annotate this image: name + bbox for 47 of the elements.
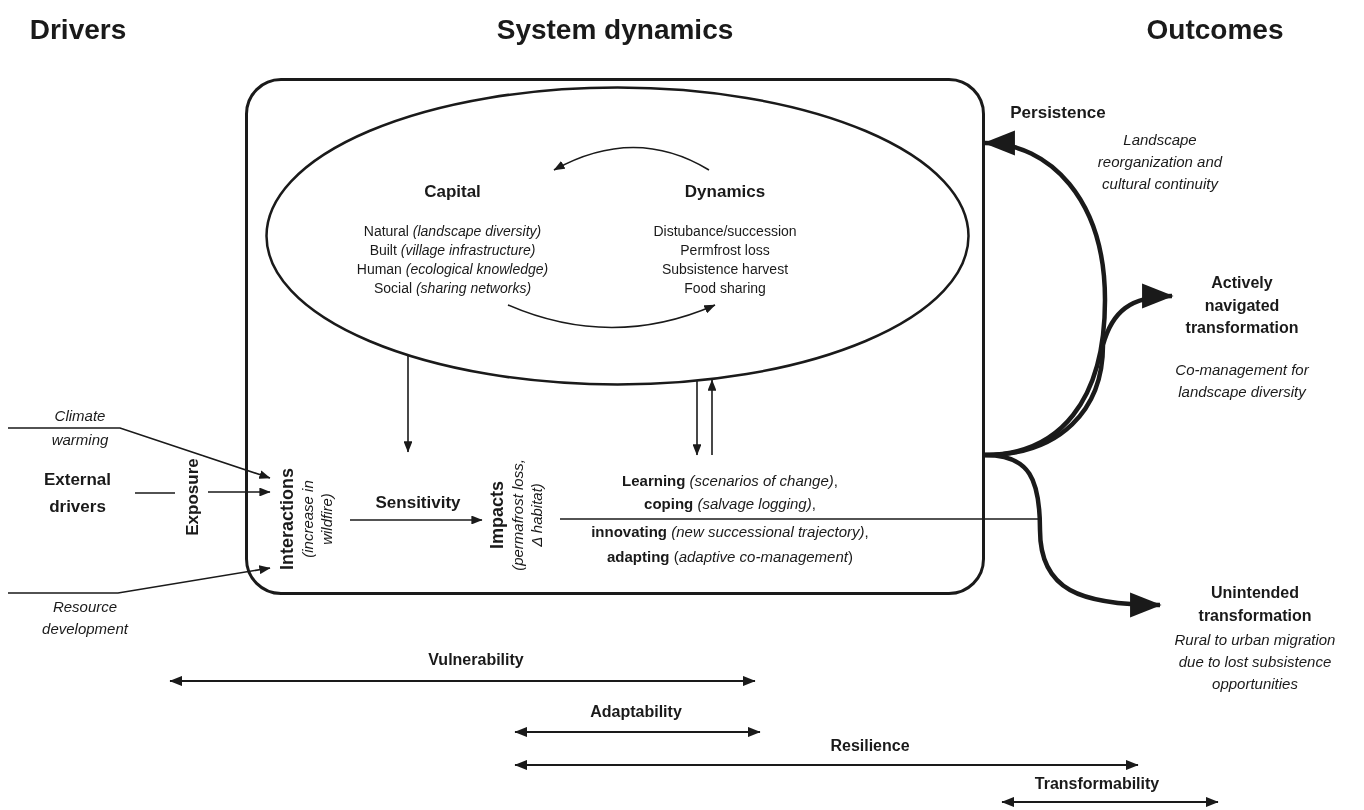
description-text: Rural to urban migration due to lost subsistence opportunities bbox=[1173, 630, 1337, 694]
arrow bbox=[707, 379, 717, 456]
driver-label: External drivers bbox=[42, 469, 113, 518]
outcome-heading: Unintended transformation bbox=[1197, 583, 1313, 626]
response-text: Learning (scenarios of change), bbox=[622, 471, 838, 491]
column-heading: Outcomes bbox=[1146, 14, 1284, 46]
arrow bbox=[692, 380, 702, 456]
arrow bbox=[403, 355, 413, 453]
response-text: innovating (new successional trajectory), bbox=[591, 522, 869, 542]
list-item-text: Social (sharing networks) bbox=[372, 279, 533, 298]
example-text: (permafrost loss, Δ habitat) bbox=[508, 458, 546, 573]
arrow bbox=[507, 304, 716, 329]
heading-text: Dynamics bbox=[683, 181, 767, 203]
list-item-text: Built (village infrastructure) bbox=[368, 241, 537, 260]
heading-text: Capital bbox=[423, 181, 482, 203]
range-label: Resilience bbox=[830, 737, 910, 755]
description-text: Co-management for landscape diversity bbox=[1174, 359, 1310, 402]
stage-heading: Interactions bbox=[276, 467, 298, 572]
range-label: Transformability bbox=[1034, 775, 1160, 793]
range-label: Adaptability bbox=[590, 703, 682, 721]
list-item-text: Natural (landscape diversity) bbox=[362, 222, 543, 241]
arrow bbox=[134, 487, 271, 497]
list-item-text: Permfrost loss bbox=[679, 241, 771, 260]
driver-label: Resource development bbox=[41, 597, 130, 639]
connector-line bbox=[559, 518, 1041, 520]
outcome-heading: Persistence bbox=[1010, 103, 1106, 123]
outcome-heading: Actively navigated transformation bbox=[1184, 273, 1300, 338]
system-boundary-box bbox=[245, 78, 985, 595]
edge-label: Sensitivity bbox=[373, 493, 463, 513]
driver-label: Climate warming bbox=[50, 406, 110, 450]
arrow bbox=[553, 146, 710, 171]
column-heading: System dynamics bbox=[496, 14, 734, 46]
arrow bbox=[349, 515, 483, 525]
list-item-text: Human (ecological knowledge) bbox=[355, 260, 550, 279]
range-label: Vulnerability bbox=[428, 651, 524, 669]
response-text: adapting (adaptive co-management) bbox=[607, 547, 853, 567]
column-heading: Drivers bbox=[29, 14, 127, 46]
response-text: coping (salvage logging), bbox=[644, 494, 816, 514]
example-text: (increase in wildfire) bbox=[298, 479, 336, 560]
list-item-text: Food sharing bbox=[683, 279, 767, 298]
list-item-text: Distubance/succession bbox=[652, 222, 798, 241]
arrow bbox=[7, 427, 271, 479]
list-item-text: Subsistence harvest bbox=[660, 260, 790, 279]
stage-heading: Impacts bbox=[486, 480, 508, 551]
description-text: Landscape reorganization and cultural continuity bbox=[1096, 130, 1224, 194]
arrow bbox=[984, 452, 1162, 618]
arrow bbox=[7, 565, 271, 594]
